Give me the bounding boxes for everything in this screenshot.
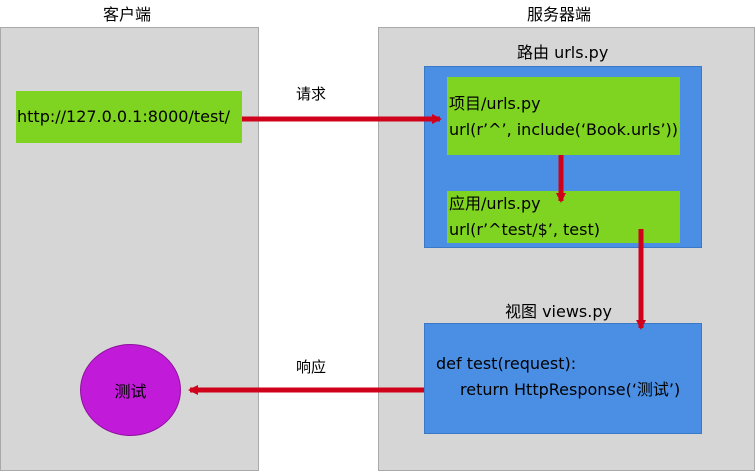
app-urls-line1: 应用/urls.py	[449, 194, 541, 213]
view-line2: return HttpResponse(‘测试’)	[460, 380, 681, 399]
client-heading: 客户端	[103, 5, 152, 24]
project-urls-line2: url(r’^’, include(‘Book.urls’))	[449, 120, 679, 139]
view-line1: def test(request):	[436, 354, 577, 373]
view-box	[424, 323, 702, 434]
server-heading: 服务器端	[527, 5, 592, 24]
response-text: 测试	[114, 382, 147, 401]
app-urls-line2: url(r’^test/$’, test)	[449, 220, 600, 239]
response-label: 响应	[296, 358, 327, 376]
project-urls-line1: 项目/urls.py	[449, 94, 541, 113]
project-urls-box	[447, 77, 680, 155]
url-text: http://127.0.0.1:8000/test/	[17, 107, 230, 126]
view-title: 视图 views.py	[505, 302, 612, 321]
request-label: 请求	[296, 85, 327, 103]
response-circle: 测试	[80, 344, 181, 436]
routing-title: 路由 urls.py	[517, 43, 609, 62]
url-box	[16, 91, 242, 143]
